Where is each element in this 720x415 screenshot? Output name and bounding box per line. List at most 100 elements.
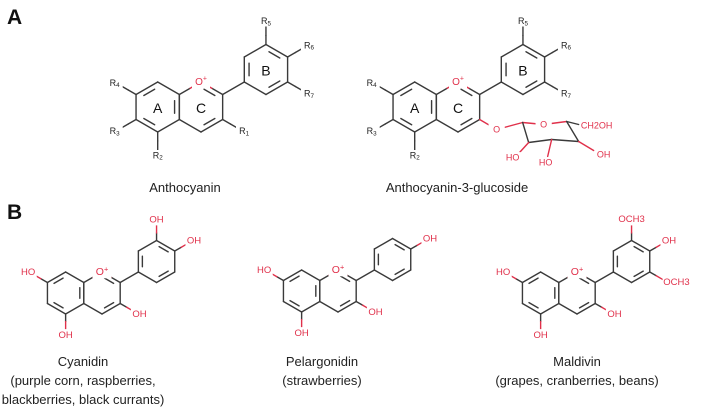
bond bbox=[521, 271, 542, 284]
bond bbox=[346, 274, 357, 282]
source-line: blackberries, black currants) bbox=[1, 392, 165, 407]
substituent-bond bbox=[127, 118, 137, 125]
name: Pelargonidin bbox=[285, 354, 359, 369]
double-bond-line bbox=[53, 277, 64, 285]
double-bond-line bbox=[528, 277, 539, 285]
bond bbox=[630, 271, 651, 284]
substituent-bond bbox=[286, 81, 297, 88]
label-background bbox=[255, 264, 273, 276]
bond bbox=[413, 118, 438, 133]
hydroxyl-label: HO bbox=[506, 153, 520, 163]
ring-oxygen-label: O+ bbox=[96, 264, 108, 278]
bond bbox=[391, 237, 412, 250]
substituent-b-upper-right: OH bbox=[423, 233, 437, 244]
sugar-bond bbox=[517, 141, 530, 155]
bond bbox=[539, 271, 560, 284]
inter-ring-bond bbox=[478, 81, 502, 96]
ring-label-c: C bbox=[453, 100, 463, 116]
bond bbox=[392, 81, 416, 96]
label-background bbox=[662, 276, 691, 289]
label-background bbox=[300, 39, 318, 51]
double-bond-line bbox=[143, 88, 156, 97]
substituent-bond bbox=[543, 81, 554, 88]
label-background bbox=[366, 306, 385, 318]
bond bbox=[521, 302, 542, 315]
label-background bbox=[148, 213, 166, 226]
molecule-name-maldivin: Maldivin (grapes, cranberries, beans) bbox=[495, 352, 658, 390]
bond bbox=[135, 118, 159, 133]
molecule-name-anthocyanin: Anthocyanin bbox=[149, 180, 221, 195]
bond bbox=[630, 239, 651, 252]
molecule-name-pelargonidin: Pelargonidin (strawberries) bbox=[282, 352, 361, 390]
label-background bbox=[595, 149, 612, 160]
sugar-bond bbox=[550, 138, 580, 143]
substituent-bond bbox=[384, 118, 394, 125]
panel-b-label: B bbox=[7, 201, 23, 224]
double-bond-line bbox=[53, 301, 64, 309]
source-line: (strawberries) bbox=[282, 373, 362, 388]
label-background bbox=[57, 329, 75, 341]
hydroxyl-label: OH bbox=[597, 150, 611, 160]
substituent-b-top: R5 bbox=[518, 16, 529, 27]
label-background bbox=[567, 265, 587, 279]
label-background bbox=[363, 77, 380, 89]
glycosidic-oxygen-label: O bbox=[493, 125, 500, 135]
label-background bbox=[449, 76, 467, 88]
substituent-b-top: R5 bbox=[261, 16, 272, 27]
bond bbox=[500, 43, 524, 58]
inter-ring-bond bbox=[119, 271, 140, 284]
substituent-c-lower-right: OH bbox=[607, 308, 621, 319]
double-bond-line bbox=[339, 275, 351, 283]
label-background bbox=[532, 329, 550, 341]
substituent-bond bbox=[649, 271, 657, 277]
sugar-bond bbox=[527, 138, 553, 144]
double-bond-line bbox=[268, 51, 281, 59]
bond bbox=[585, 276, 596, 284]
bond bbox=[101, 302, 121, 315]
ring-label-b: B bbox=[518, 63, 527, 79]
double-bond-line bbox=[525, 80, 538, 88]
bond bbox=[539, 302, 560, 315]
ring-oxygen-label: O+ bbox=[452, 75, 464, 88]
label-background bbox=[257, 15, 275, 27]
label-background bbox=[363, 125, 380, 137]
inter-ring-bond bbox=[355, 269, 376, 282]
bond bbox=[83, 302, 103, 315]
ch2oh-label: CH2OH bbox=[581, 121, 613, 131]
bond bbox=[500, 81, 524, 96]
substituent-bond bbox=[127, 89, 137, 96]
sugar-bond bbox=[521, 121, 530, 144]
label-background bbox=[328, 263, 348, 277]
label-background bbox=[19, 266, 37, 278]
bond bbox=[522, 43, 546, 58]
bond bbox=[300, 269, 321, 282]
bond bbox=[612, 271, 633, 284]
double-bond-line bbox=[460, 88, 473, 97]
label-background bbox=[535, 119, 552, 130]
double-bond-line bbox=[289, 299, 300, 307]
substituent-bond bbox=[410, 244, 418, 250]
label-background bbox=[494, 266, 512, 278]
label-background bbox=[488, 124, 505, 135]
substituent-a-upper-left: HO bbox=[257, 265, 271, 276]
bond bbox=[46, 271, 67, 284]
substituent-bond bbox=[40, 278, 49, 284]
label-background bbox=[514, 15, 532, 27]
bond bbox=[435, 118, 459, 133]
bond bbox=[156, 81, 181, 96]
double-bond-line bbox=[289, 275, 300, 283]
double-bond-line bbox=[268, 80, 281, 88]
substituent-a-bottom: OH bbox=[59, 329, 73, 340]
ring-label-b: B bbox=[261, 63, 270, 79]
bond bbox=[373, 237, 394, 250]
substituent-bond bbox=[286, 51, 297, 58]
ring-label-a: A bbox=[153, 100, 163, 116]
double-bond-line bbox=[528, 301, 539, 309]
substituent-bond bbox=[355, 300, 364, 306]
bond bbox=[83, 276, 94, 284]
double-bond-line bbox=[578, 301, 590, 309]
substituent-a-upper-left: HO bbox=[21, 267, 35, 278]
bond bbox=[413, 81, 438, 96]
substituent-b-upper-right: OH bbox=[187, 235, 201, 246]
